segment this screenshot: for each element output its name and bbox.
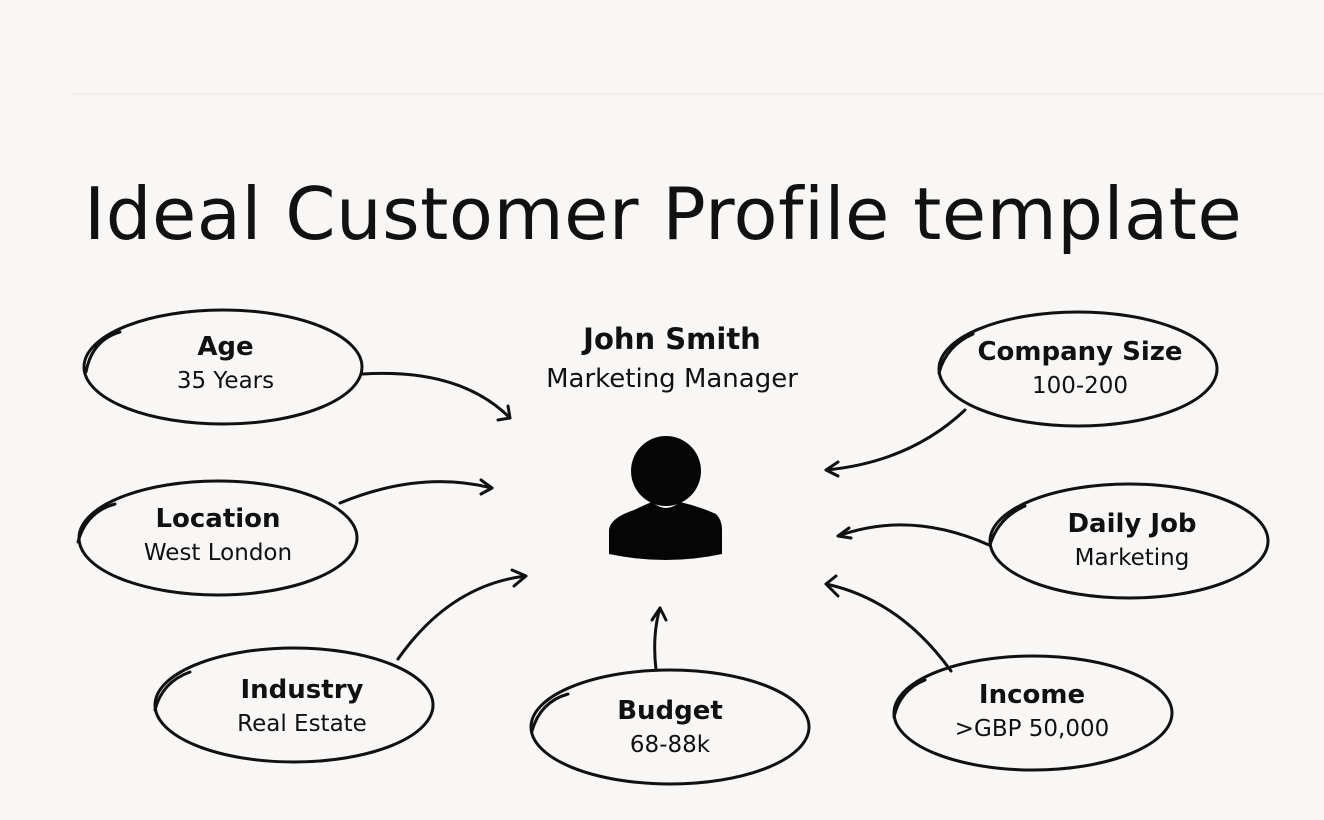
ellipse-budget [529,668,811,786]
attribute-label: Location [155,504,281,534]
ellipse-daily-job [988,482,1270,600]
attribute-industry: Industry Real Estate [157,673,447,741]
arrow-daily-job [836,523,991,547]
attribute-value: 100-200 [1031,373,1129,399]
attribute-label: Daily Job [1067,509,1197,539]
attribute-label: Company Size [977,337,1183,367]
attribute-value: 35 Years [176,368,275,394]
attribute-label: Industry [240,675,364,705]
attribute-company-size: Company Size 100-200 [940,335,1220,403]
attribute-label: Budget [617,696,723,726]
attribute-value: >GBP 50,000 [954,716,1110,742]
ellipse-income [892,654,1174,772]
ellipse-company-size [937,310,1219,428]
person-icon [609,436,722,560]
arrow-age [361,371,512,422]
attribute-location: Location West London [80,502,356,570]
page-title: Ideal Customer Profile template [84,172,1243,256]
attribute-label: Age [197,332,254,362]
attribute-budget: Budget 68-88k [532,694,808,762]
top-divider [72,93,1324,95]
attribute-value: 68-88k [629,732,711,758]
person-role: Marketing Manager [546,364,798,394]
person-name: John Smith [583,322,761,356]
arrow-company-size [824,408,967,478]
attribute-value: Marketing [1074,545,1190,571]
attribute-age: Age 35 Years [88,330,363,398]
attribute-income: Income >GBP 50,000 [894,678,1170,746]
attribute-daily-job: Daily Job Marketing [994,507,1270,575]
ellipse-location [76,479,359,597]
attribute-label: Income [978,680,1086,710]
arrow-budget [650,606,668,672]
ellipse-industry [153,646,435,764]
attribute-value: Real Estate [237,711,367,737]
arrow-location [338,478,494,505]
attribute-value: West London [143,540,293,566]
ellipse-age [82,308,364,426]
arrow-industry [396,568,528,661]
arrow-income [824,574,953,673]
